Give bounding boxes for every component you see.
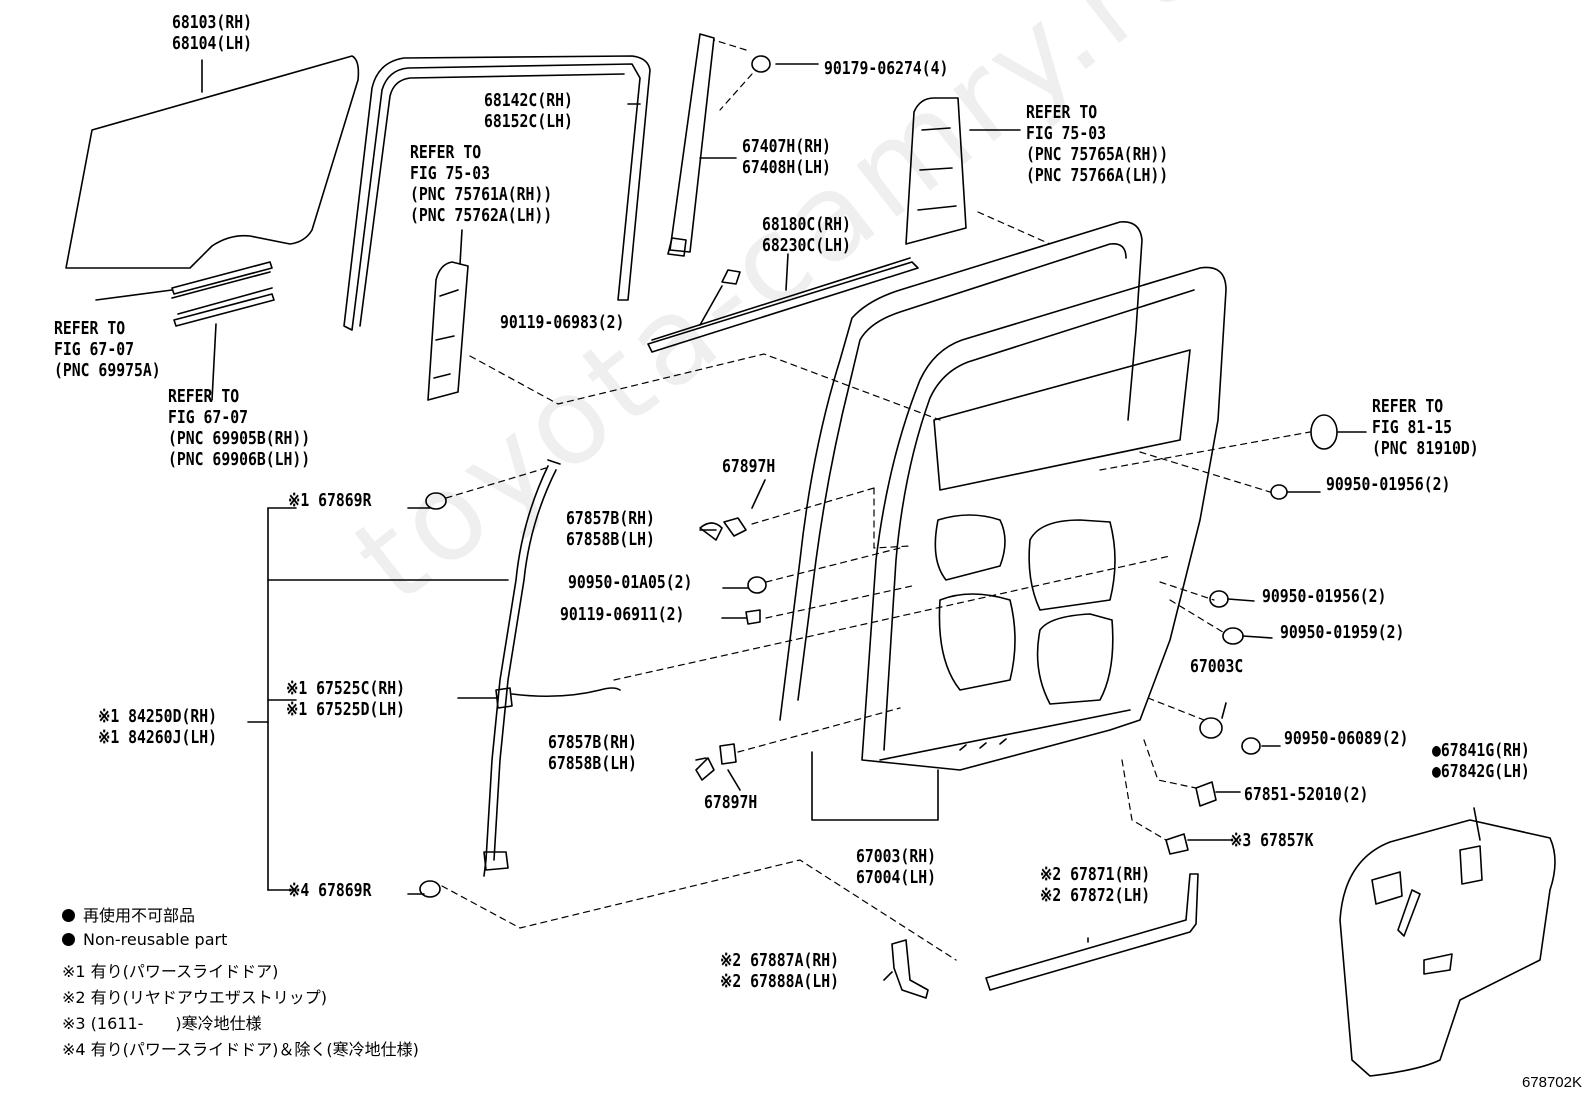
label-clip-67869r-top: ※1 67869R — [288, 490, 372, 511]
label-hole-90950-01956-a: 90950-01956(2) — [1326, 474, 1451, 495]
legend-text: Non-reusable part — [83, 930, 228, 949]
door-outer-frame — [779, 221, 1143, 721]
label-plug-90950-01a05: 90950-01A05(2) — [568, 572, 693, 593]
label-ref-67-07-a: REFER TO FIG 67-07 (PNC 69975A) — [54, 318, 161, 381]
label-nut-90179: 90179-06274(4) — [824, 58, 949, 79]
label-seal-67841g: ●67841G(RH) ●67842G(LH) — [1432, 740, 1530, 782]
wire-harness-shape — [483, 459, 561, 877]
legend-note-3: ※3 (1611- )寒冷地仕様 — [62, 1014, 262, 1033]
label-panel-67003c: 67003C — [1190, 656, 1244, 677]
door-glass-shape — [65, 55, 360, 269]
legend-note-2: ※2 有り(リヤドアウエザストリップ) — [62, 988, 327, 1007]
run-channel-shape — [343, 55, 651, 331]
label-hole-90950-01959: 90950-01959(2) — [1280, 622, 1405, 643]
outer-weatherstrip-shape — [647, 257, 919, 353]
label-ref-75-03-b: REFER TO FIG 75-03 (PNC 75765A(RH)) (PNC… — [1026, 102, 1169, 186]
label-glass: 68103(RH) 68104(LH) — [172, 12, 252, 54]
label-stop-67897h-bottom: 67897H — [704, 792, 758, 813]
label-ref-75-03-a: REFER TO FIG 75-03 (PNC 75761A(RH)) (PNC… — [410, 142, 553, 226]
legend-nonreusable-en: Non-reusable part — [62, 930, 227, 949]
diagram-code: 678702K — [1521, 1074, 1582, 1091]
dashed-lines — [441, 39, 1311, 961]
door-inner-panel — [861, 266, 1227, 771]
label-bolt-90119-06983: 90119-06983(2) — [500, 312, 625, 333]
label-weatherstrip-67871: ※2 67871(RH) ※2 67872(LH) — [1040, 864, 1151, 906]
legend-note-1: ※1 有り(パワースライドドア) — [62, 962, 279, 981]
bullet-icon — [62, 909, 75, 922]
label-door-67003: 67003(RH) 67004(LH) — [856, 846, 936, 888]
label-ref-81-15: REFER TO FIG 81-15 (PNC 81910D) — [1372, 396, 1479, 459]
legend-text: 再使用不可部品 — [83, 906, 196, 925]
pillar-garnish-right — [905, 97, 967, 245]
bullet-icon — [62, 933, 75, 946]
legend-note-4: ※4 有り(パワースライドドア)＆除く(寒冷地仕様) — [62, 1040, 419, 1059]
label-clip-67857k: ※3 67857K — [1230, 830, 1314, 851]
pillar-garnish-left — [427, 261, 469, 401]
label-run-channel: 68142C(RH) 68152C(LH) — [484, 90, 573, 132]
service-hole-cover-shape — [1339, 819, 1556, 1077]
label-weatherstrip-68180: 68180C(RH) 68230C(LH) — [762, 214, 851, 256]
small-parts — [419, 55, 1338, 898]
belt-molding-shapes — [171, 261, 275, 327]
legend-nonreusable-jp: 再使用不可部品 — [62, 906, 195, 925]
division-bar-shape — [667, 33, 715, 257]
label-garnish-67407: 67407H(RH) 67408H(LH) — [742, 136, 831, 178]
label-ref-67-07-b: REFER TO FIG 67-07 (PNC 69905B(RH)) (PNC… — [168, 386, 311, 470]
label-cover-67857b-top: 67857B(RH) 67858B(LH) — [566, 508, 655, 550]
label-weatherstrip-67887a: ※2 67887A(RH) ※2 67888A(LH) — [720, 950, 840, 992]
label-hole-90950-06089: 90950-06089(2) — [1284, 728, 1409, 749]
label-cover-67857b-bottom: 67857B(RH) 67858B(LH) — [548, 732, 637, 774]
label-harness-67525: ※1 67525C(RH) ※1 67525D(LH) — [286, 678, 406, 720]
sub-harness-shape — [495, 687, 621, 709]
bracket-67887a-shape — [891, 939, 929, 999]
label-plug-67851: 67851-52010(2) — [1244, 784, 1369, 805]
label-harness-84250: ※1 84250D(RH) ※1 84260J(LH) — [98, 706, 218, 748]
label-hole-90950-01956-b: 90950-01956(2) — [1262, 586, 1387, 607]
label-stop-67897h-top: 67897H — [722, 456, 776, 477]
label-bolt-90119-06911: 90119-06911(2) — [560, 604, 685, 625]
label-clip-67869r-bottom: ※4 67869R — [288, 880, 372, 901]
leader-lines — [95, 59, 1481, 981]
strip-67871-shape — [985, 873, 1199, 991]
